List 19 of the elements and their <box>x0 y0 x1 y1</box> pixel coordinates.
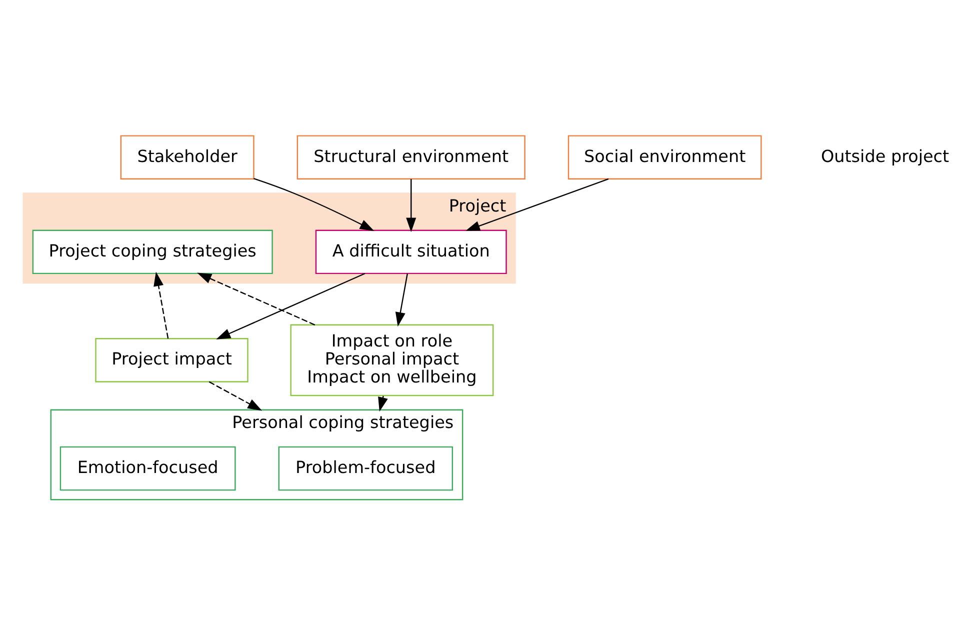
node-box: Structural environment <box>296 134 525 179</box>
arrow <box>253 178 374 230</box>
arrow <box>378 395 388 412</box>
arrow <box>208 380 262 410</box>
label: Outside project <box>820 145 949 166</box>
node-box: A difficult situation <box>314 229 506 274</box>
arrow <box>406 178 416 232</box>
node-box: Stakeholder <box>120 134 254 179</box>
node-box: Social environment <box>567 134 762 179</box>
arrow <box>394 272 408 326</box>
arrow <box>465 178 608 230</box>
node-box: Project coping strategies <box>32 229 272 274</box>
node-box: Problem-focused <box>278 446 452 490</box>
node-box: Emotion-focused <box>59 446 236 490</box>
arrow <box>153 271 168 338</box>
node-box: Project impact <box>94 338 248 382</box>
arrow <box>196 272 315 325</box>
arrow <box>216 272 365 339</box>
node-box: Impact on role Personal impact Impact on wellbeing <box>290 324 494 396</box>
